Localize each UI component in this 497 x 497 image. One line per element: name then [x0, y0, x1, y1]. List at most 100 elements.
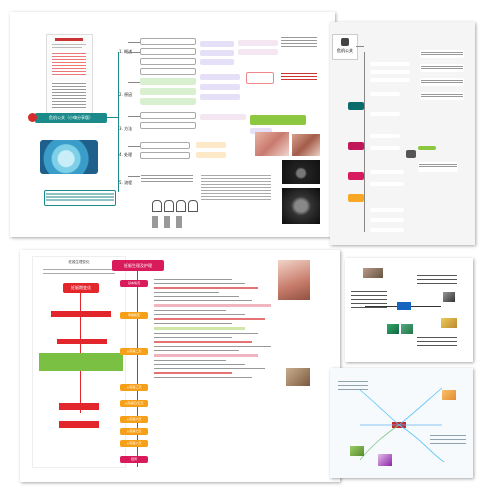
node[interactable] — [200, 41, 234, 47]
node[interactable] — [140, 38, 196, 45]
green-node[interactable] — [39, 353, 123, 371]
branch-node[interactable]: 入院第四/五天 — [120, 400, 148, 407]
node[interactable] — [370, 228, 404, 232]
left-header: 妊娠生理变化 — [68, 260, 90, 264]
green-node[interactable] — [418, 146, 436, 150]
branch-node[interactable]: 入院第二天 — [120, 348, 148, 355]
branch-node[interactable]: 孕前检查 — [120, 312, 148, 319]
node[interactable] — [420, 78, 464, 86]
branch-node[interactable]: 入院第三天 — [120, 384, 148, 391]
node[interactable] — [140, 152, 190, 159]
photo-thumbnail — [363, 268, 383, 278]
node[interactable] — [196, 152, 226, 158]
mindmap-dark-panel[interactable] — [345, 258, 473, 362]
app-icon — [341, 38, 349, 46]
node[interactable] — [280, 34, 318, 62]
root-node[interactable]: 妊娠生理及护理 — [112, 260, 164, 271]
mindmap-pregnancy-panel[interactable]: 妊娠生理变化 妊娠期变化 妊娠生理及护理 基本情况 孕前检查 入院第二天 入院第… — [20, 250, 340, 482]
branch-3[interactable]: 3. 方法 — [119, 126, 133, 131]
node[interactable] — [140, 112, 196, 119]
green-node[interactable] — [250, 115, 306, 125]
node[interactable] — [406, 150, 416, 158]
node[interactable] — [370, 146, 400, 150]
node[interactable] — [238, 49, 278, 55]
left-doc: 妊娠生理变化 妊娠期变化 — [32, 256, 126, 468]
branch-1[interactable]: 1. 概述 — [119, 49, 133, 54]
node[interactable] — [348, 194, 364, 202]
node[interactable] — [370, 70, 410, 74]
cell-photo — [40, 140, 98, 174]
node[interactable] — [420, 92, 464, 100]
branch-node[interactable]: 结局 — [120, 456, 148, 463]
node[interactable] — [370, 170, 404, 174]
center-node[interactable] — [397, 302, 411, 310]
node[interactable] — [246, 72, 274, 84]
photo-thumbnail — [442, 390, 456, 400]
node[interactable] — [370, 92, 400, 96]
node[interactable] — [200, 59, 234, 65]
root-badge-icon — [28, 113, 37, 122]
node[interactable] — [140, 98, 196, 105]
node[interactable] — [348, 142, 364, 150]
node[interactable] — [370, 182, 404, 186]
photo-thumbnail — [401, 324, 413, 334]
photo-thumbnail — [350, 446, 364, 456]
node[interactable] — [200, 74, 240, 80]
node[interactable] — [370, 62, 410, 66]
node[interactable] — [140, 88, 196, 95]
photo-thumbnail — [441, 318, 457, 328]
node[interactable] — [418, 162, 458, 172]
node[interactable] — [420, 64, 464, 72]
mindmap-light-panel[interactable] — [330, 368, 473, 478]
branch-4[interactable]: 4. 处理 — [119, 152, 133, 157]
left-title[interactable]: 妊娠期变化 — [63, 283, 99, 293]
node[interactable] — [140, 142, 190, 149]
summary-box — [44, 190, 116, 206]
node[interactable] — [51, 311, 111, 317]
node[interactable] — [370, 112, 400, 116]
node[interactable] — [370, 78, 410, 82]
node[interactable] — [200, 94, 240, 100]
branch-node[interactable]: 入院第七天 — [120, 428, 148, 435]
node[interactable] — [140, 48, 196, 55]
node[interactable] — [200, 84, 240, 90]
node[interactable] — [250, 128, 272, 134]
node[interactable] — [200, 50, 234, 56]
node[interactable] — [348, 102, 364, 110]
photo-thumbnail — [387, 324, 399, 334]
node[interactable] — [140, 78, 196, 85]
node[interactable] — [140, 58, 196, 65]
document-thumbnail — [46, 34, 93, 114]
root-node[interactable]: 危机公关（小嗨分享版） — [35, 113, 107, 123]
ultrasound-image — [282, 160, 320, 184]
branch-node[interactable]: 入院第六天 — [120, 416, 148, 423]
photo-thumbnail — [378, 454, 392, 466]
node[interactable] — [200, 114, 246, 120]
mindmap-vertical-panel[interactable]: 危机公关 — [330, 22, 475, 245]
node[interactable] — [280, 70, 318, 86]
node[interactable] — [59, 421, 99, 428]
photo-thumbnail — [443, 292, 455, 302]
node[interactable] — [59, 403, 99, 410]
node[interactable] — [420, 50, 464, 58]
branch-5[interactable]: 5. 流程 — [119, 180, 133, 185]
illustration-photo — [278, 260, 310, 300]
branch-node[interactable]: 入院第八天 — [120, 440, 148, 447]
node[interactable] — [370, 134, 400, 138]
panel-title-box[interactable]: 危机公关 — [332, 34, 358, 60]
node[interactable] — [140, 122, 196, 129]
mindmap-crisis-pr-panel[interactable]: 危机公关（小嗨分享版） 1. 概述 2. 原因 3. 方法 4. 处理 5. 流… — [10, 12, 335, 237]
node[interactable] — [238, 40, 278, 46]
node[interactable] — [140, 68, 196, 75]
branch-node[interactable]: 基本情况 — [120, 280, 148, 287]
branch-2[interactable]: 2. 原因 — [119, 92, 133, 97]
content-lines — [154, 276, 284, 466]
root-node-label: 危机公关（小嗨分享版） — [49, 115, 93, 120]
node[interactable] — [370, 208, 404, 212]
node[interactable] — [348, 172, 364, 180]
ultrasound-image — [282, 188, 320, 224]
node[interactable] — [196, 142, 226, 148]
panel-title: 危机公关 — [337, 48, 353, 53]
node[interactable] — [370, 218, 404, 222]
node[interactable] — [57, 339, 107, 344]
